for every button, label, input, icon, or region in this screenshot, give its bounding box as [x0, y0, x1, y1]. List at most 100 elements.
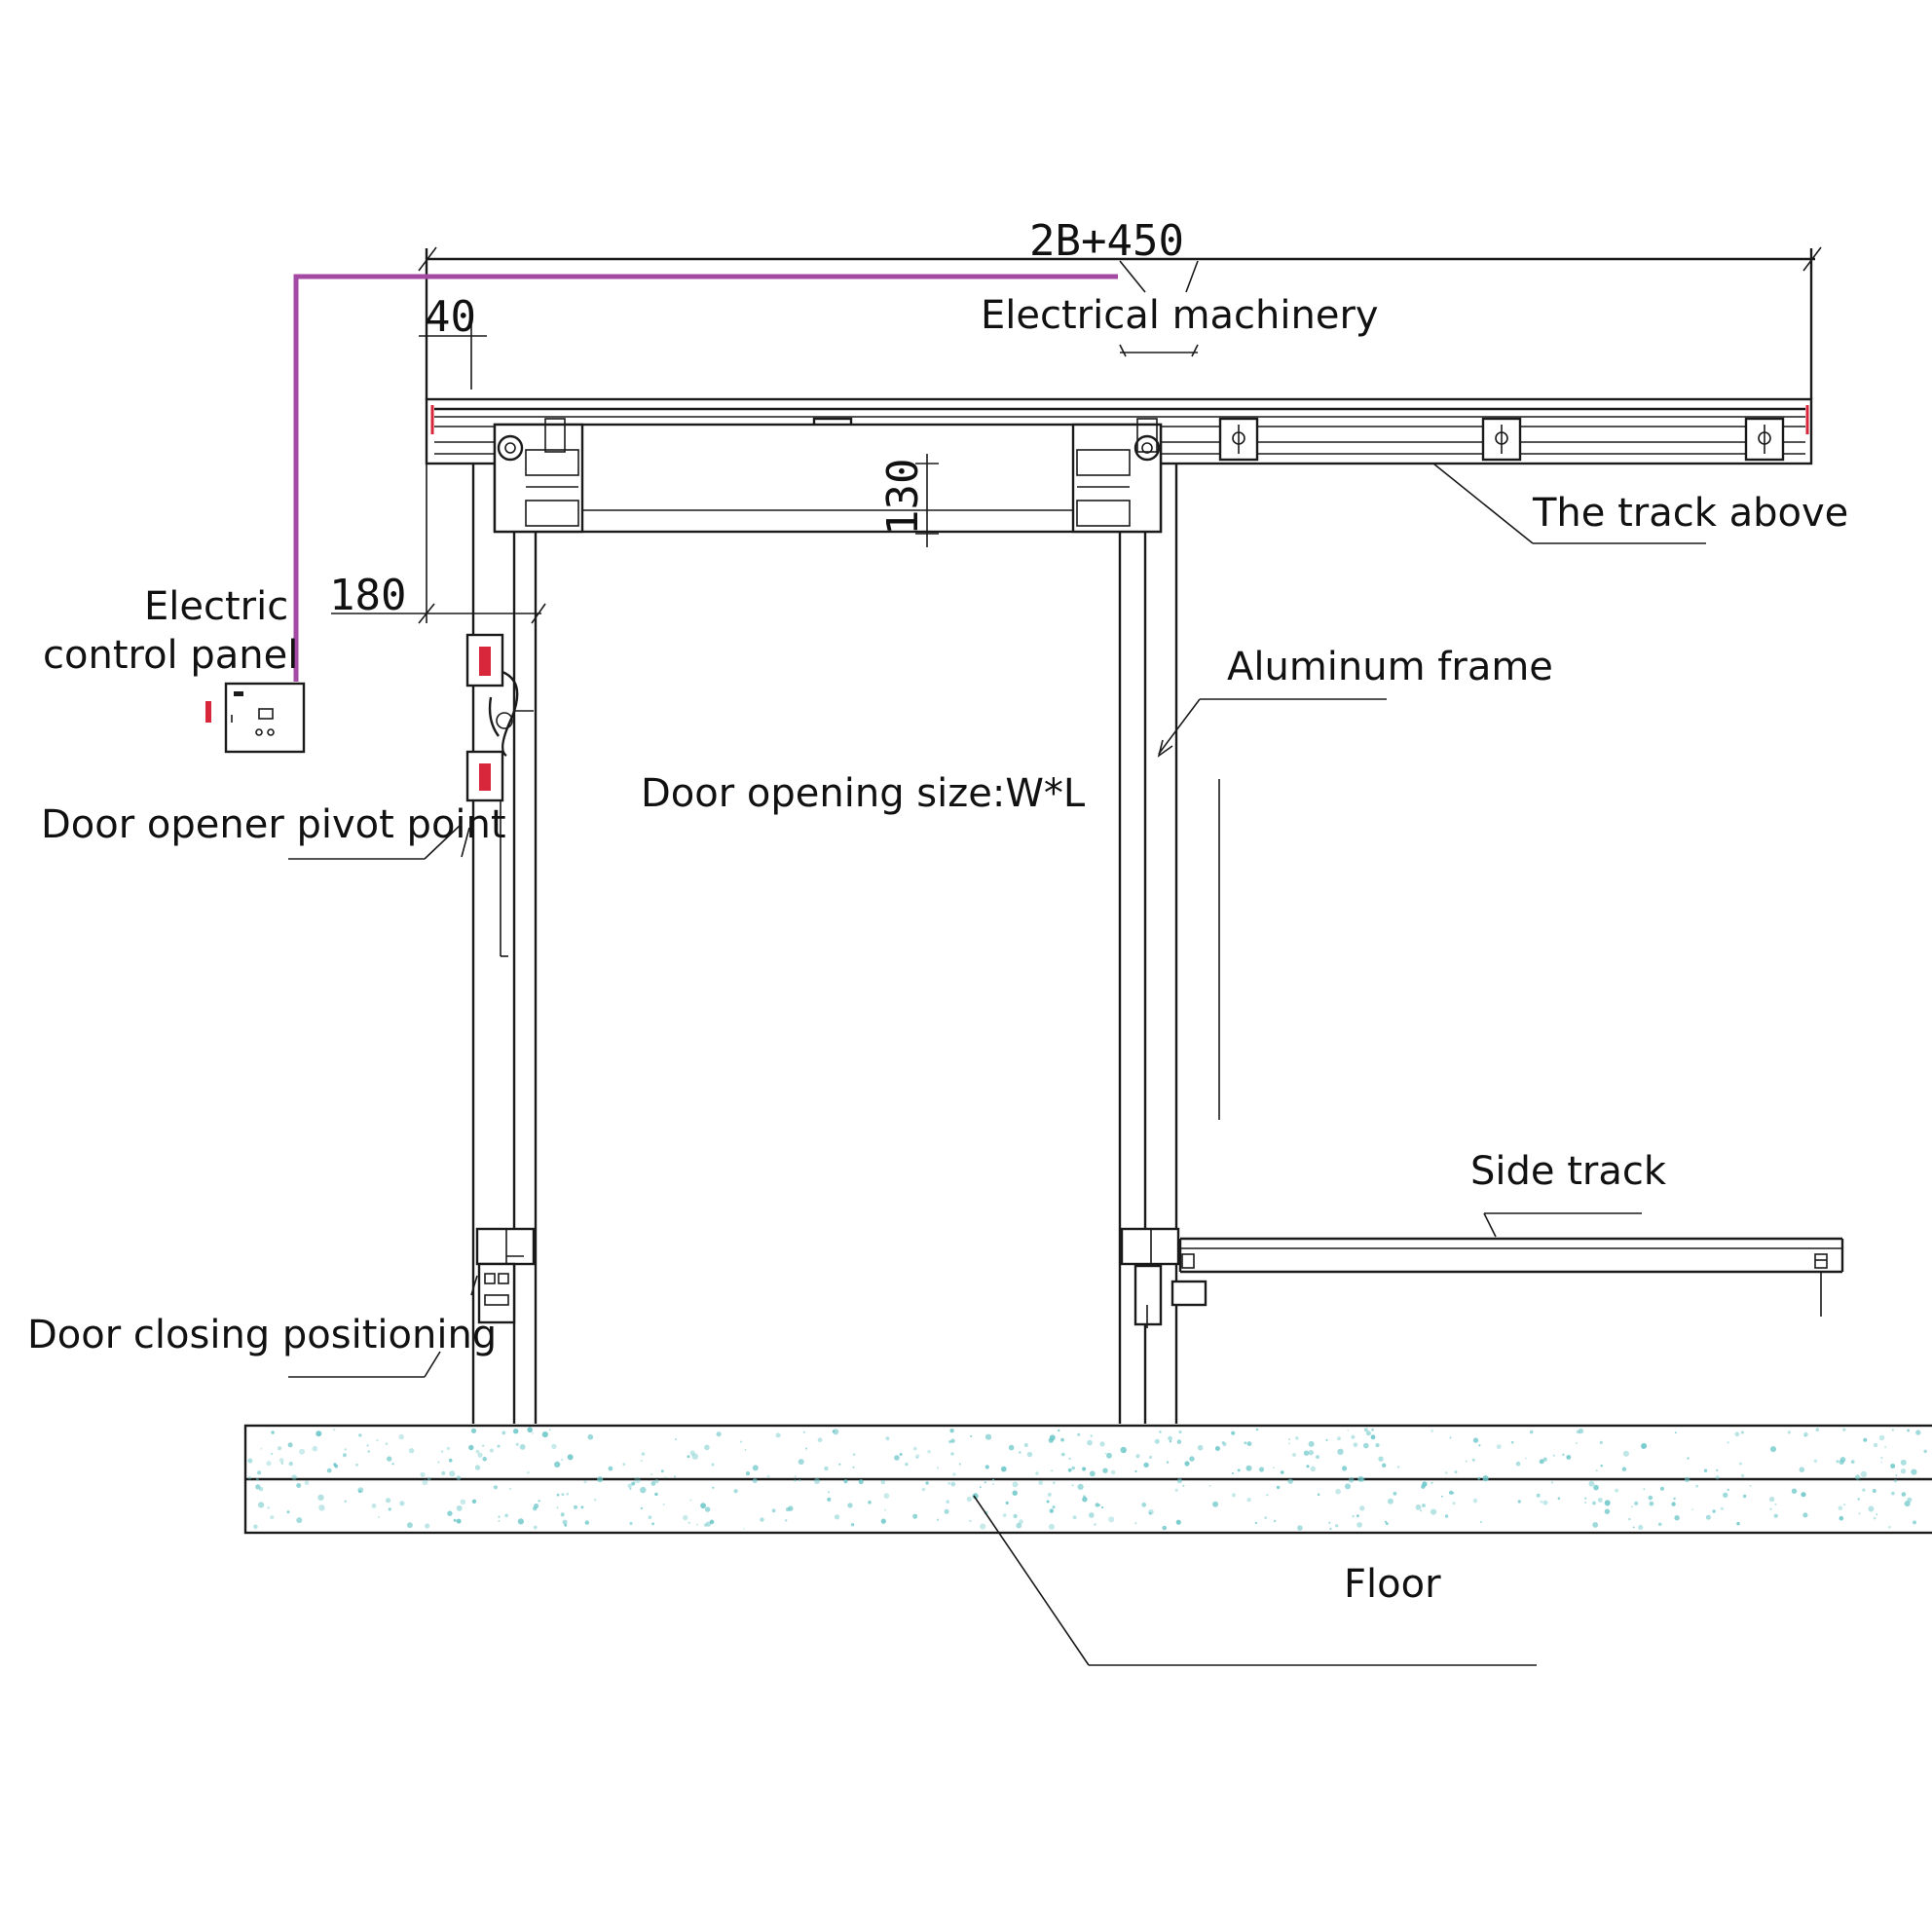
floor-speckle [1023, 1443, 1028, 1447]
floor-speckle [258, 1502, 265, 1508]
floor-speckle [1176, 1439, 1182, 1444]
floor-speckle [1288, 1438, 1291, 1441]
floor-speckle [1317, 1493, 1320, 1497]
floor-speckle [1542, 1457, 1547, 1462]
floor-speckle [1880, 1461, 1883, 1464]
floor-speckle [775, 1432, 781, 1438]
floor-speckle [1430, 1430, 1433, 1432]
floor-speckle [317, 1494, 324, 1502]
floor-speckle [1097, 1504, 1101, 1507]
floor-speckle [470, 1428, 477, 1433]
floor-speckle [1082, 1467, 1087, 1471]
floor-speckle [1695, 1484, 1699, 1488]
floor-speckle [1452, 1502, 1456, 1505]
floor-speckle [817, 1437, 823, 1443]
floor-speckle [1264, 1516, 1267, 1519]
floor-speckle [593, 1499, 597, 1502]
floor-speckle [1552, 1454, 1555, 1457]
floor-speckle [562, 1519, 568, 1525]
floor-speckle [771, 1508, 776, 1513]
floor-speckle [1135, 1454, 1140, 1459]
floor-speckle [752, 1465, 759, 1471]
floor-speckle [1148, 1511, 1152, 1515]
floor-speckle [1342, 1466, 1348, 1471]
floor-speckle [1604, 1508, 1611, 1514]
electrical-machinery-label: Electrical machinery [981, 293, 1379, 338]
floor-speckle [1736, 1522, 1740, 1526]
floor-speckle [1799, 1467, 1805, 1472]
floor-speckle [631, 1481, 636, 1486]
floor-speckle [1472, 1498, 1478, 1504]
floor-speckle [804, 1447, 808, 1450]
floor-speckle [1477, 1476, 1481, 1480]
floor-speckle [1295, 1436, 1299, 1440]
floor-speckle [1060, 1437, 1064, 1442]
floor-speckle [944, 1508, 949, 1514]
floor-speckle [534, 1503, 539, 1509]
floor-speckle [1863, 1437, 1868, 1442]
floor-speckle [477, 1452, 483, 1458]
floor-speckle [784, 1519, 788, 1522]
floor-speckle [1604, 1500, 1611, 1506]
floor-speckle [936, 1518, 940, 1521]
floor-speckle [502, 1430, 506, 1435]
floor-speckle [1791, 1488, 1798, 1494]
dimension-130-label: 130 [878, 459, 928, 536]
floor-speckle [1280, 1470, 1284, 1474]
floor-speckle [387, 1456, 392, 1462]
floor-speckle [1134, 1522, 1137, 1525]
floor-speckle [474, 1465, 481, 1470]
floor-speckle [905, 1463, 909, 1467]
floor-speckle [1089, 1470, 1096, 1477]
floor-speckle [1838, 1505, 1843, 1510]
floor-speckle [1090, 1434, 1093, 1437]
floor-speckle [650, 1481, 656, 1486]
floor-speckle [947, 1481, 951, 1485]
floor-speckle [453, 1518, 457, 1522]
floor-speckle [1857, 1498, 1860, 1501]
floor-speckle [513, 1429, 519, 1434]
floor-speckle [1246, 1441, 1252, 1446]
floor-speckle [1335, 1524, 1339, 1528]
floor-speckle [1739, 1462, 1742, 1466]
floor-speckle [1705, 1514, 1711, 1520]
floor-speckle [1245, 1465, 1252, 1471]
floor-speckle [366, 1444, 369, 1447]
floor-speckle [1622, 1450, 1629, 1457]
floor-speckle [482, 1444, 485, 1447]
floor-speckle [1051, 1469, 1053, 1472]
floor-speckle [1631, 1505, 1633, 1508]
floor-speckle [921, 1487, 926, 1492]
floor-speckle [1102, 1468, 1108, 1473]
floor-speckle [927, 1450, 931, 1454]
floor-speckle [1154, 1438, 1160, 1444]
floor-speckle [885, 1436, 890, 1441]
floor-speckle [460, 1499, 466, 1505]
floor-speckle [1002, 1513, 1007, 1517]
dimension-130: 130 [878, 454, 939, 547]
floor-speckle [1237, 1468, 1241, 1472]
floor-speckle [608, 1466, 613, 1471]
floor-speckle [1890, 1464, 1896, 1468]
electrical-machinery-marker: Electrical machinery [981, 260, 1379, 357]
floor-speckle [1068, 1457, 1071, 1460]
floor-speckle [985, 1433, 992, 1440]
floor-speckle [1008, 1444, 1015, 1451]
dimension-40-label: 40 [425, 292, 476, 342]
floor-speckle [358, 1490, 361, 1493]
floor-speckle [1182, 1484, 1185, 1487]
floor-speckle [1415, 1504, 1422, 1510]
floor-speckle [1071, 1466, 1075, 1470]
floor-speckle [1168, 1435, 1172, 1441]
floor-speckle [296, 1517, 303, 1524]
pivot-point-label: Door opener pivot point [41, 802, 506, 847]
floor-speckle [408, 1448, 415, 1454]
floor-speckle [1727, 1488, 1729, 1492]
floor-speckle [1222, 1442, 1227, 1447]
floor-speckle [1106, 1452, 1112, 1459]
floor-speckle [946, 1500, 949, 1504]
floor-speckle [640, 1506, 644, 1510]
floor-speckle [1244, 1441, 1247, 1445]
floor-speckle [566, 1492, 570, 1496]
floor-speckle [388, 1507, 391, 1511]
